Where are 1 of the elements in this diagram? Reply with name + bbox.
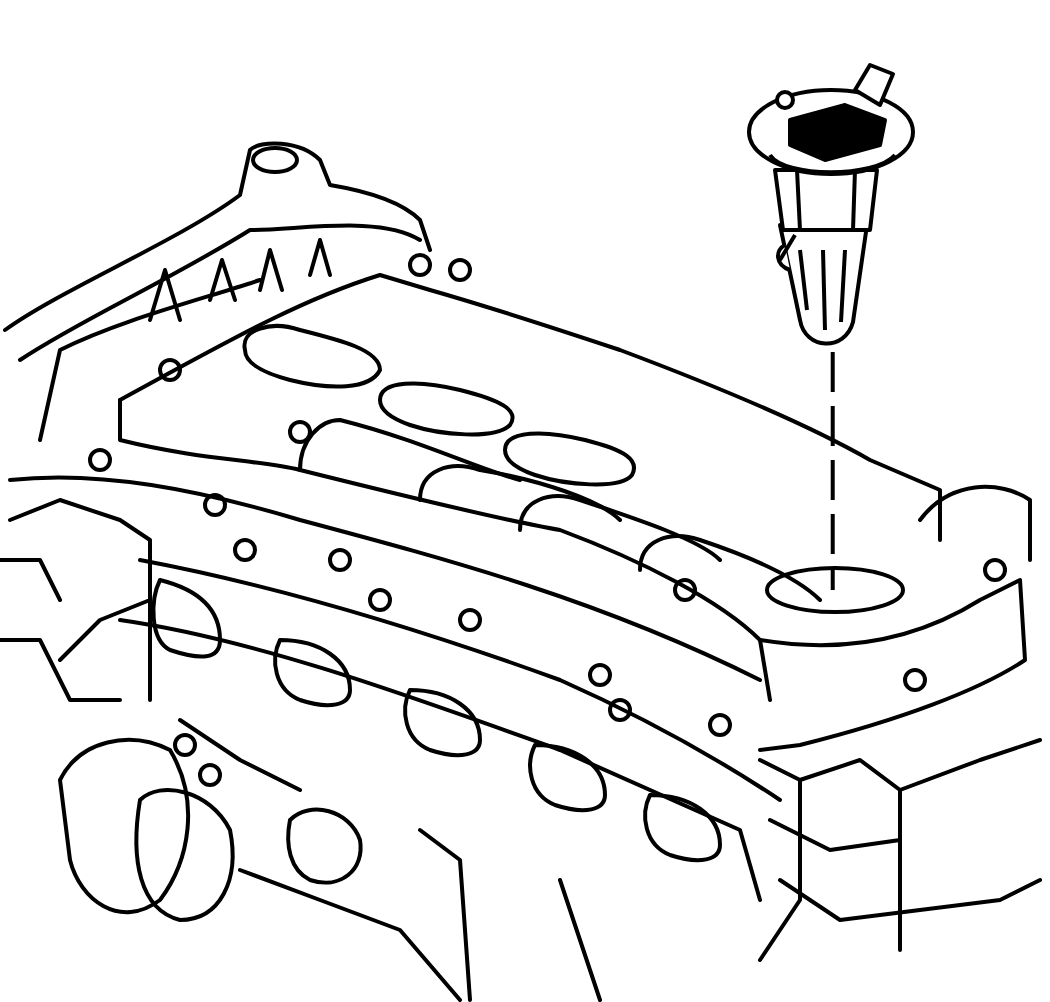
installation-line xyxy=(830,352,835,590)
